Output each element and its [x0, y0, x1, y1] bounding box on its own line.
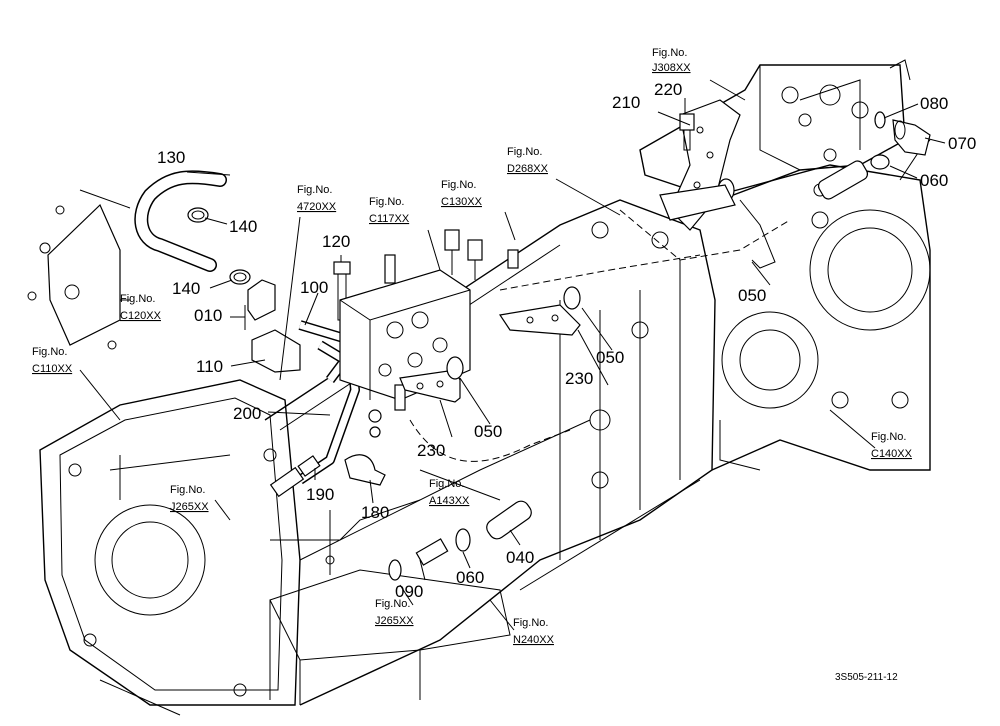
clip-180	[344, 409, 386, 486]
control-valve-c117	[339, 254, 471, 411]
fig-ref-4720: 4720XX	[297, 201, 337, 213]
fig-ref-c110: C110XX	[32, 363, 73, 375]
bracket-010	[244, 279, 276, 330]
clamp-050-b	[563, 286, 581, 310]
fig-prefix-n240: Fig.No.	[513, 617, 548, 629]
fig-prefix-4720: Fig.No.	[297, 184, 332, 196]
part-label-120: 120	[322, 232, 350, 251]
part-label-230-a: 230	[417, 441, 445, 460]
part-label-050-c: 050	[738, 286, 766, 305]
fig-prefix-j265-a: Fig.No.	[170, 484, 205, 496]
part-label-080: 080	[920, 94, 948, 113]
part-label-230-b: 230	[565, 369, 593, 388]
fig-prefix-a143: Fig.No.	[429, 478, 464, 490]
part-label-070: 070	[948, 134, 976, 153]
elbow-070	[892, 119, 931, 156]
part-label-140-lower: 140	[172, 279, 200, 298]
part-label-050-a: 050	[474, 422, 502, 441]
figure-reference-labels: Fig.No. J308XX Fig.No. D268XX Fig.No. C1…	[32, 47, 913, 646]
fig-prefix-d268: Fig.No.	[507, 146, 542, 158]
fig-ref-a143: A143XX	[429, 495, 470, 507]
fitting-090	[388, 538, 449, 581]
fig-ref-c130: C130XX	[441, 196, 483, 208]
clamp-140-lower	[229, 269, 251, 285]
fig-ref-n240: N240XX	[513, 634, 555, 646]
bracket-230-b	[498, 304, 581, 336]
bolt-120	[333, 261, 351, 321]
fig-prefix-c110: Fig.No.	[32, 346, 67, 358]
hose-130	[134, 170, 227, 272]
part-label-190: 190	[306, 485, 334, 504]
fig-prefix-c140: Fig.No.	[871, 431, 906, 443]
bolt-220	[679, 113, 695, 151]
clamp-050-a	[446, 356, 464, 380]
cover-plate-c120	[27, 203, 121, 350]
part-label-060-upper: 060	[920, 171, 948, 190]
fig-ref-c117: C117XX	[369, 213, 410, 225]
fig-ref-c140: C140XX	[871, 448, 913, 460]
part-label-110: 110	[196, 357, 223, 376]
part-label-210: 210	[612, 93, 640, 112]
fig-ref-j308: J308XX	[652, 62, 691, 74]
part-label-050-b: 050	[596, 348, 624, 367]
ring-080	[874, 111, 886, 129]
part-label-090: 090	[395, 582, 423, 601]
fig-ref-d268: D268XX	[507, 163, 549, 175]
fig-prefix-j265-b: Fig.No.	[375, 598, 410, 610]
clamp-060-upper	[817, 154, 890, 200]
part-label-130: 130	[157, 148, 185, 167]
drawing-code: 3S505-211-12	[835, 672, 898, 683]
fig-ref-c120: C120XX	[120, 310, 162, 322]
fig-prefix-c120: Fig.No.	[120, 293, 155, 305]
pipe-100-200-190	[269, 320, 360, 498]
part-label-140-upper: 140	[229, 217, 257, 236]
leader-lines	[79, 79, 946, 631]
fig-prefix-j308: Fig.No.	[652, 47, 687, 59]
bracket-210	[659, 99, 741, 231]
fig-prefix-c130: Fig.No.	[441, 179, 476, 191]
part-label-200: 200	[233, 404, 261, 423]
part-label-180: 180	[361, 503, 389, 522]
fig-prefix-c117: Fig.No.	[369, 196, 404, 208]
part-label-100: 100	[300, 278, 328, 297]
part-number-labels: 130 140 140 010 110 100 120 200 190 180 …	[157, 80, 976, 601]
clamp-060-lower	[455, 528, 471, 552]
part-label-060-lower: 060	[456, 568, 484, 587]
clamp-140-upper	[187, 207, 209, 223]
connectors-c130	[444, 229, 519, 280]
fig-ref-j265-b: J265XX	[375, 615, 414, 627]
fig-ref-j265-a: J265XX	[170, 501, 209, 513]
part-label-010: 010	[194, 306, 222, 325]
part-label-040: 040	[506, 548, 534, 567]
part-label-220: 220	[654, 80, 682, 99]
hose-040	[486, 500, 532, 540]
